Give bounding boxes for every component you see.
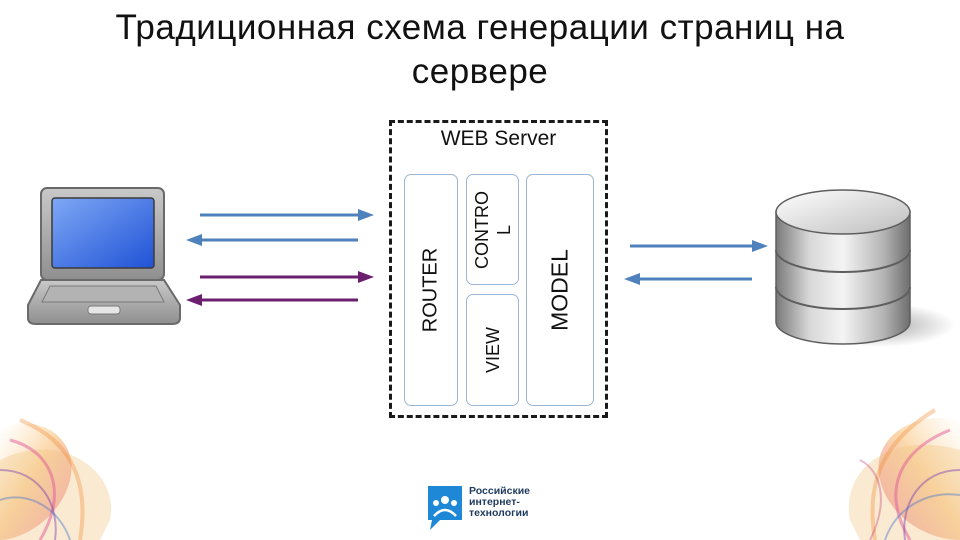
- web-server-label: WEB Server: [440, 127, 557, 150]
- request-arrow-purple: [200, 271, 374, 283]
- result-arrow: [624, 273, 752, 285]
- view-label: VIEW: [482, 326, 503, 374]
- web-server-box: [389, 120, 608, 418]
- response-arrow-purple: [186, 294, 358, 306]
- control-label-line1: CONTRO: [471, 190, 492, 269]
- right-swirl: [848, 408, 960, 540]
- slide-title-line1: Традиционная схема генерации страниц на: [115, 8, 845, 47]
- logo-text-line2: интернет-: [469, 496, 520, 508]
- control-label-line2: L: [493, 224, 514, 235]
- slide-title: Традиционная схема генерации страниц на …: [60, 6, 900, 94]
- query-arrow: [630, 240, 768, 252]
- model-label: MODEL: [546, 249, 573, 331]
- laptop-icon: [27, 187, 181, 325]
- company-logo: Российские интернет- технологии: [428, 486, 540, 530]
- slide-title-line2: сервере: [411, 52, 549, 91]
- router-label: ROUTER: [419, 247, 442, 333]
- logo-text-line3: технологии: [469, 507, 529, 519]
- server-database-arrows: [624, 240, 768, 285]
- logo-mark-icon: [428, 486, 462, 530]
- database-icon: [775, 189, 955, 347]
- logo-text-line1: Российские: [469, 485, 530, 497]
- router-module: ROUTER: [404, 174, 458, 406]
- client-server-arrows: [186, 209, 374, 306]
- control-module: CONTRO L: [466, 174, 519, 285]
- response-arrow-blue: [186, 234, 358, 246]
- left-swirl: [0, 418, 112, 540]
- control-label: CONTRO L: [471, 191, 515, 269]
- request-arrow-blue: [200, 209, 374, 221]
- view-module: VIEW: [466, 294, 519, 406]
- model-module: MODEL: [526, 174, 594, 406]
- logo-text: Российские интернет- технологии: [469, 486, 530, 519]
